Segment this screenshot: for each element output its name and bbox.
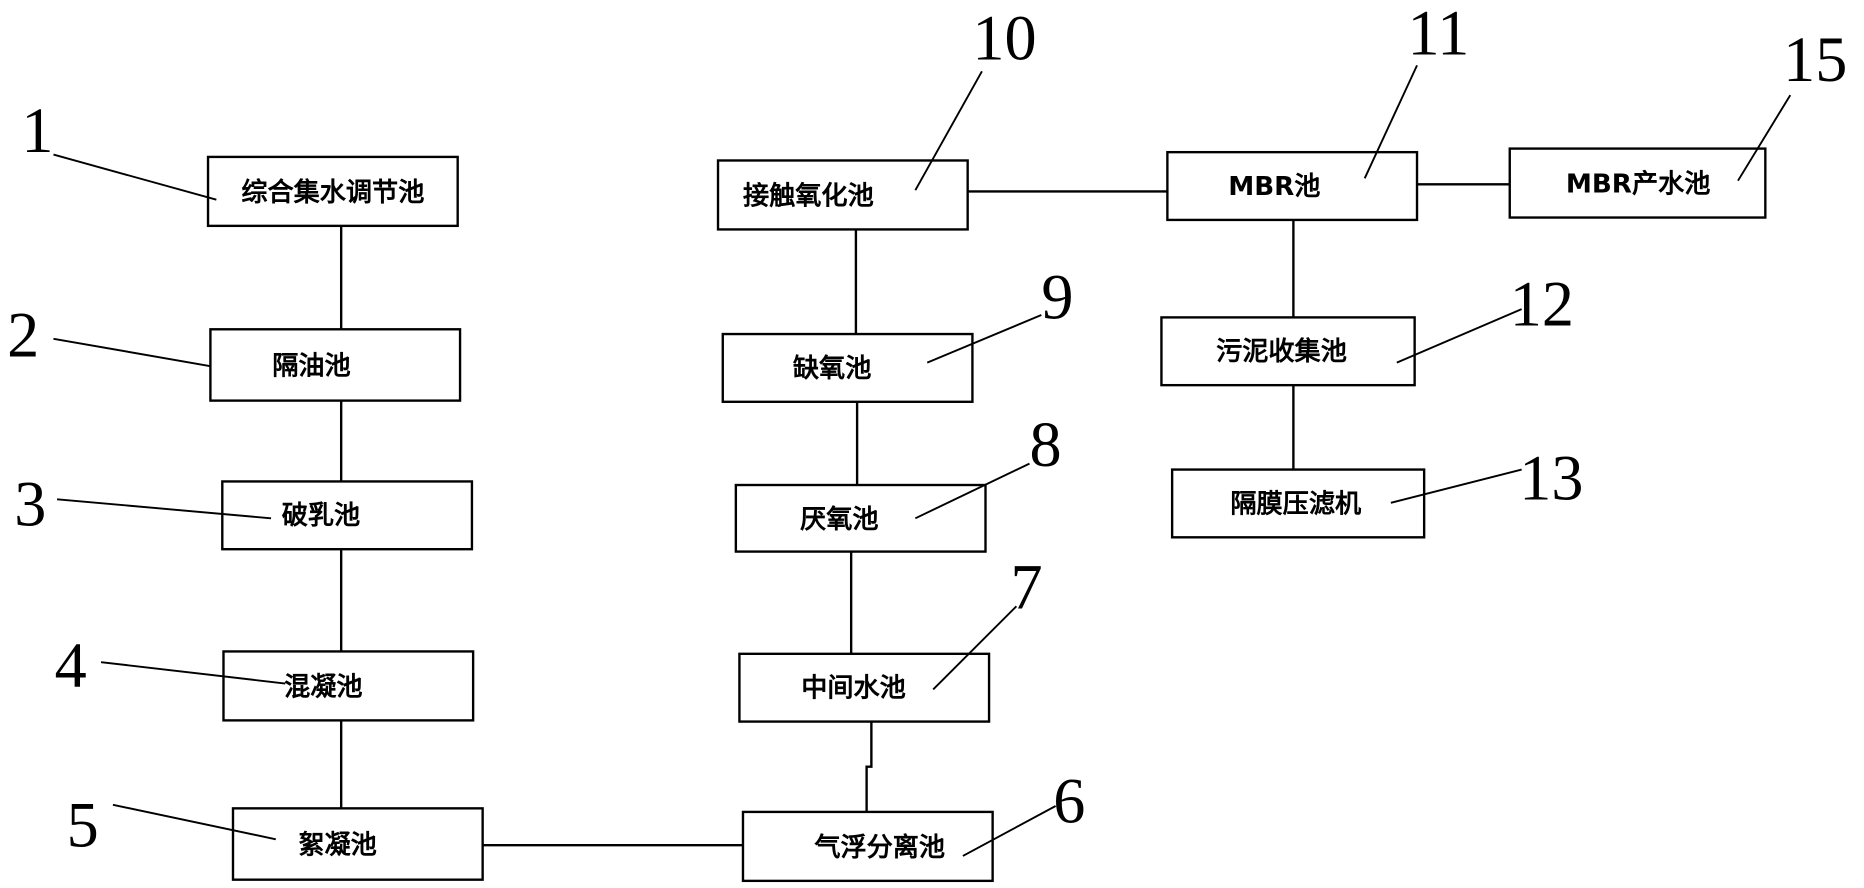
reference-numeral: 1 xyxy=(21,95,53,166)
reference-numeral: 2 xyxy=(7,300,39,371)
process-box: 缺氧池 xyxy=(721,332,974,403)
reference-numeral: 3 xyxy=(14,468,46,539)
reference-numeral: 4 xyxy=(55,630,87,701)
process-box: 隔膜压滤机 xyxy=(1170,468,1426,539)
reference-numeral: 12 xyxy=(1510,269,1574,340)
leader-line xyxy=(53,153,217,201)
reference-numeral: 8 xyxy=(1029,409,1061,480)
box-label: 混凝池 xyxy=(284,672,362,702)
box-frame xyxy=(721,332,974,403)
leader-line xyxy=(56,498,272,520)
left-column: 综合集水调节池 隔油池 破乳池 混凝池 絮凝池 xyxy=(206,155,484,881)
leader-lines xyxy=(53,64,1792,857)
box-frame xyxy=(231,807,484,881)
box-label: MBR产水池 xyxy=(1566,170,1711,200)
leader-line xyxy=(53,337,211,368)
box-frame xyxy=(206,155,459,228)
box-frame xyxy=(222,650,475,722)
process-box: 中间水池 xyxy=(738,652,991,723)
box-frame xyxy=(209,328,462,402)
box-label: 缺氧池 xyxy=(793,354,871,384)
box-label: MBR池 xyxy=(1228,172,1320,202)
leader-line xyxy=(1390,468,1522,504)
box-label: 破乳池 xyxy=(282,501,360,531)
reference-numeral: 11 xyxy=(1408,0,1470,69)
reference-numeral: 6 xyxy=(1053,766,1085,837)
box-frame xyxy=(741,810,994,883)
reference-numeral: 15 xyxy=(1783,24,1847,95)
leader-line xyxy=(926,314,1042,364)
box-frame xyxy=(1508,147,1767,219)
leader-line xyxy=(1396,308,1523,364)
process-box: 厌氧池 xyxy=(734,483,987,553)
process-box: MBR产水池 xyxy=(1508,147,1767,219)
box-label: 隔油池 xyxy=(272,351,350,381)
middle-column: 气浮分离池 中间水池 厌氧池 缺氧池 接触氧化池 xyxy=(716,159,994,883)
box-label: 厌氧池 xyxy=(800,505,878,535)
process-box: 隔油池 xyxy=(209,328,462,402)
box-label: 气浮分离池 xyxy=(813,832,945,863)
right-column: MBR池 MBR产水池 污泥收集池 隔膜压滤机 xyxy=(1160,147,1767,539)
box-label: 中间水池 xyxy=(801,674,906,704)
leader-line xyxy=(1363,64,1418,179)
box-frame xyxy=(734,483,987,553)
leader-line xyxy=(962,805,1057,857)
reference-numeral: 10 xyxy=(972,2,1036,73)
leader-line xyxy=(914,462,1030,520)
process-box: 污泥收集池 xyxy=(1160,316,1416,387)
box-frame xyxy=(221,480,474,551)
connectors xyxy=(339,183,1510,847)
leader-line xyxy=(914,70,983,191)
box-frame xyxy=(1160,316,1416,387)
process-box: 破乳池 xyxy=(221,480,474,551)
process-box: 综合集水调节池 xyxy=(206,155,459,228)
process-box: 混凝池 xyxy=(222,650,475,722)
box-label: 絮凝池 xyxy=(298,830,376,861)
process-box: 气浮分离池 xyxy=(741,810,994,883)
process-box: MBR池 xyxy=(1166,150,1419,222)
box-label: 污泥收集池 xyxy=(1216,336,1347,367)
box-label: 综合集水调节池 xyxy=(241,177,424,208)
process-box: 接触氧化池 xyxy=(716,159,969,231)
box-label: 接触氧化池 xyxy=(743,181,874,211)
box-frame xyxy=(1170,468,1426,539)
box-frame xyxy=(738,652,991,723)
connector-6-7 xyxy=(865,721,873,812)
box-frame xyxy=(1166,150,1419,222)
leader-line xyxy=(1737,94,1792,182)
reference-numeral: 5 xyxy=(67,789,99,860)
leader-line xyxy=(932,605,1018,691)
leader-line xyxy=(112,803,276,841)
process-box: 絮凝池 xyxy=(231,807,484,881)
reference-numerals: 1 2 3 4 5 6 7 8 9 10 11 12 13 15 xyxy=(7,0,1847,860)
box-label: 隔膜压滤机 xyxy=(1230,489,1362,519)
reference-numeral: 7 xyxy=(1010,552,1042,623)
reference-numeral: 9 xyxy=(1041,262,1073,333)
reference-numeral: 13 xyxy=(1519,442,1583,513)
leader-line xyxy=(100,661,286,685)
